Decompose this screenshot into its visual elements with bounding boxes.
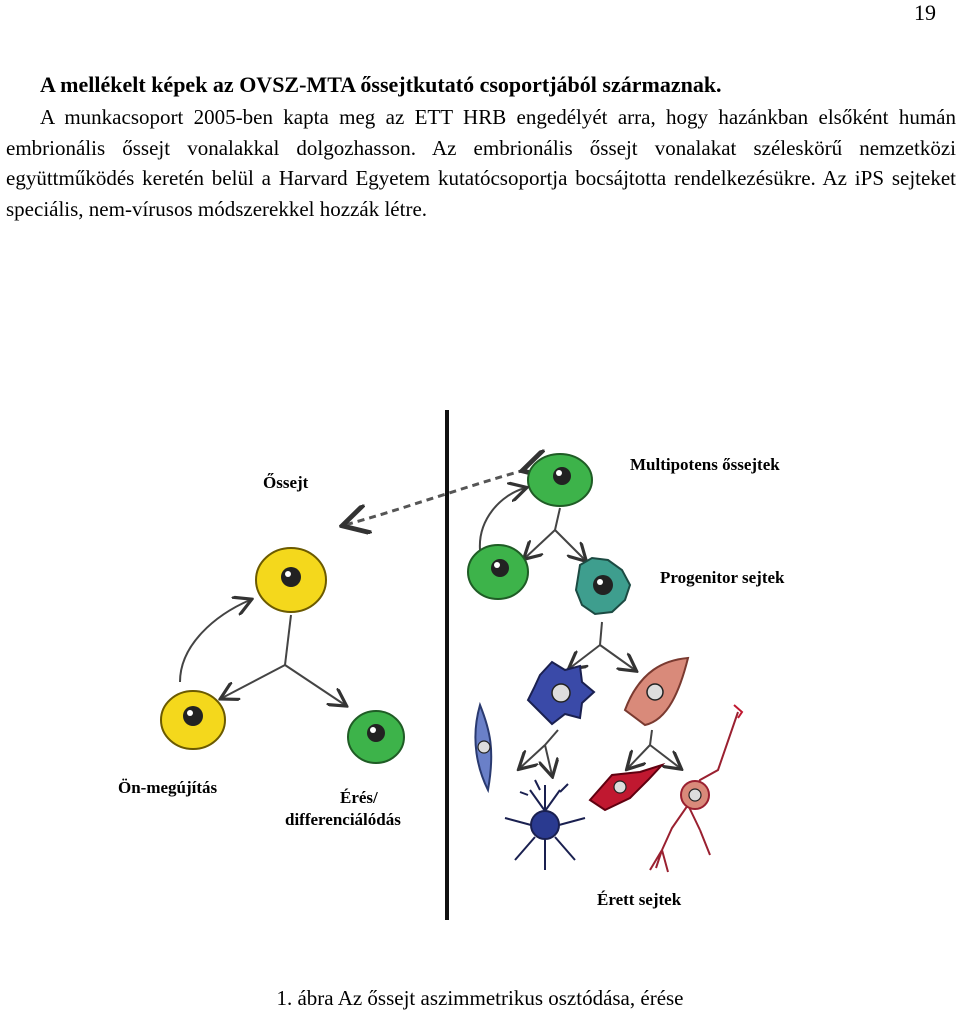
multipotent-green-cell: [527, 453, 593, 507]
label-stem-cell: Őssejt: [263, 473, 309, 492]
label-progenitor: Progenitor sejtek: [660, 568, 785, 587]
green-daughter-cell: [347, 710, 405, 764]
branch-arrow: [599, 621, 603, 646]
green-progenitor-cell: [467, 544, 529, 600]
page-number: 19: [914, 0, 936, 25]
teal-progenitor-cell: [574, 556, 632, 616]
label-self-renewal: Ön-megújítás: [118, 778, 218, 797]
figure-illustration: [160, 410, 744, 920]
label-maturation-line1: Érés/: [340, 788, 378, 807]
self-renewal-arrow: [478, 488, 525, 551]
branch-arrow: [284, 664, 345, 705]
branch-arrow: [649, 729, 653, 746]
branch-arrow: [570, 644, 601, 668]
label-multipotent: Multipotens őssejtek: [630, 455, 780, 474]
body-paragraph: A munkacsoport 2005-ben kapta meg az ETT…: [6, 105, 956, 221]
branch-arrow: [554, 529, 585, 560]
branch-arrow: [525, 529, 556, 558]
branch-arrow: [649, 744, 680, 768]
yellow-daughter-cell: [160, 690, 226, 750]
spindle-mature-cell: [474, 701, 493, 794]
branch-arrow: [222, 664, 286, 698]
branch-arrow: [284, 614, 292, 666]
dashed-arrow: [345, 470, 525, 525]
dark-blue-astrocyte-cell: [504, 779, 586, 870]
pink-progenitor-cell: [623, 656, 690, 727]
label-maturation-line2: differenciálódás: [285, 810, 401, 829]
blue-progenitor-cell: [526, 660, 596, 726]
figure-caption: 1. ábra Az őssejt aszimmetrikus osztódás…: [276, 986, 684, 1010]
branch-arrow: [545, 744, 552, 775]
branch-arrow: [599, 644, 635, 670]
self-renewal-arrow: [179, 600, 250, 683]
stem-cell-figure: Őssejt Multipotens őssejtek Progenitor s…: [0, 400, 960, 960]
red-mature-cell: [588, 762, 666, 812]
label-mature: Érett sejtek: [597, 890, 682, 909]
branch-arrow: [554, 507, 561, 531]
yellow-stem-cell: [255, 547, 327, 613]
branch-arrow: [628, 744, 651, 768]
branch-arrow: [544, 729, 559, 746]
section-heading: A mellékelt képek az OVSZ-MTA őssejtkuta…: [40, 72, 722, 97]
branch-arrow: [520, 744, 546, 768]
red-neuron-cell: [649, 704, 744, 873]
